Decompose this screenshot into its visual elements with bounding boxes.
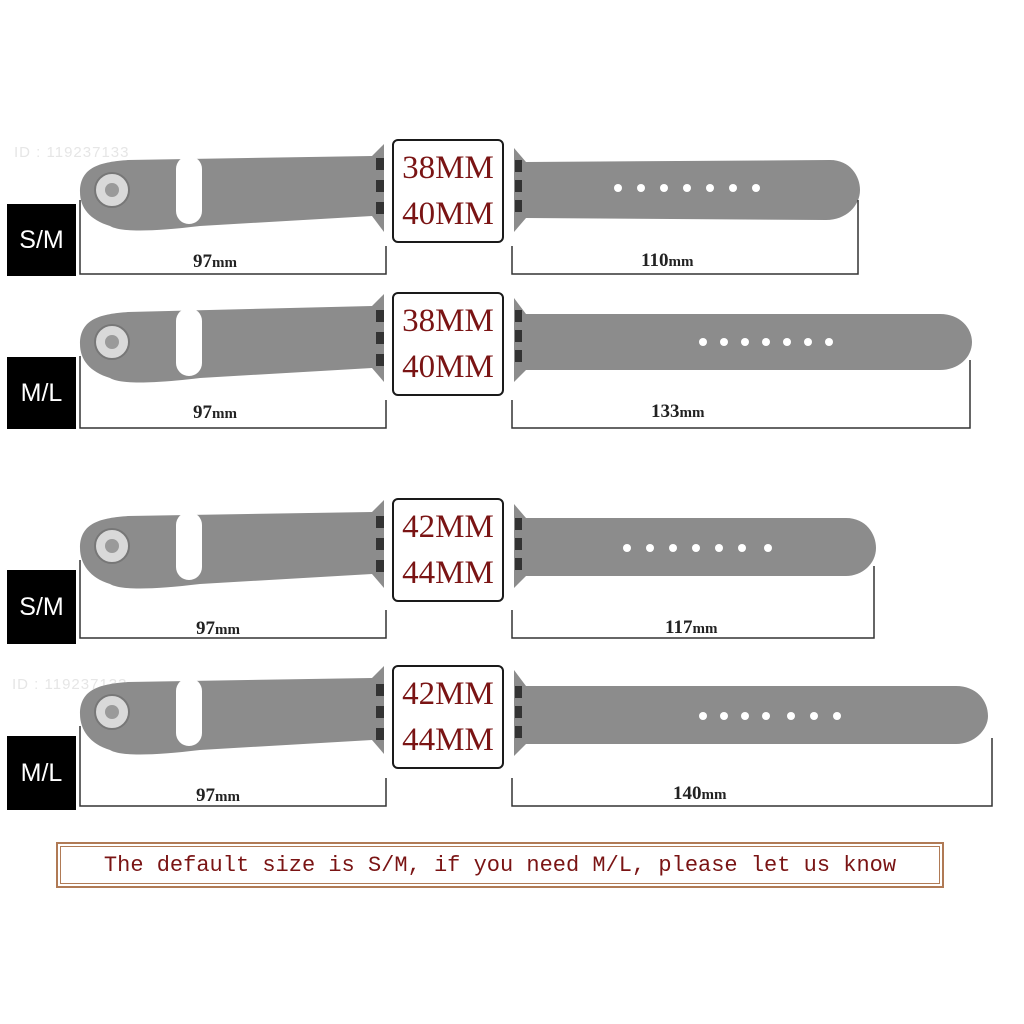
case-size-box: 38MM 40MM [392, 139, 504, 243]
right-length-label: 117mm [665, 617, 718, 638]
case-size-top: 38MM [402, 303, 494, 339]
case-size-bottom: 44MM [402, 555, 494, 591]
case-size-bottom: 40MM [402, 349, 494, 385]
case-size-top: 42MM [402, 676, 494, 712]
size-label: S/M [7, 570, 76, 644]
size-label: S/M [7, 204, 76, 276]
size-label: M/L [7, 736, 76, 810]
left-length-label: 97mm [196, 618, 240, 639]
watermark-top: ID : 119237133 [14, 144, 130, 161]
case-size-bottom: 44MM [402, 722, 494, 758]
size-label: M/L [7, 357, 76, 429]
case-size-box: 38MM 40MM [392, 292, 504, 396]
case-size-top: 42MM [402, 509, 494, 545]
left-length-label: 97mm [193, 402, 237, 423]
band-illustration [79, 144, 860, 275]
right-length-label: 140mm [673, 783, 727, 804]
note-text: The default size is S/M, if you need M/L… [60, 846, 940, 884]
left-length-label: 97mm [196, 785, 240, 806]
band-illustration [79, 666, 993, 807]
case-size-bottom: 40MM [402, 196, 494, 232]
default-size-note: The default size is S/M, if you need M/L… [56, 842, 944, 888]
case-size-box: 42MM 44MM [392, 498, 504, 602]
case-size-box: 42MM 44MM [392, 665, 504, 769]
band-illustration [79, 500, 876, 639]
case-size-top: 38MM [402, 150, 494, 186]
band-illustration [79, 294, 972, 429]
left-length-label: 97mm [193, 251, 237, 272]
right-length-label: 110mm [641, 250, 694, 271]
right-length-label: 133mm [651, 401, 705, 422]
